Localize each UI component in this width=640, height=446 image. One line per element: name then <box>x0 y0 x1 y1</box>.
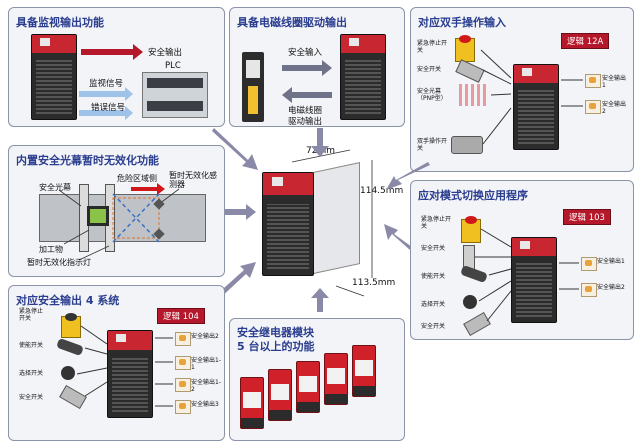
conveyor-frame <box>39 194 206 242</box>
output-lamp-icon <box>175 400 191 414</box>
safety-controller <box>340 34 386 120</box>
relay-module <box>296 361 320 413</box>
door-switch <box>242 52 264 122</box>
logic-badge: 逻辑 12A <box>561 33 610 49</box>
mute-lamp-label: 暂时无效化指示灯 <box>27 258 91 267</box>
mute-sensor-label: 暂时无效化感测器 <box>169 171 217 189</box>
panel-muting: 内置安全光幕暂时无效化功能 安全光幕 危险区域侧 暂时无效化感测器 加工物 暂时… <box>8 145 225 277</box>
depth-dim-label: 113.5mm <box>352 278 396 288</box>
output-lamp-icon <box>175 356 191 370</box>
relay-module <box>352 345 376 397</box>
select-label: 选择开关 <box>19 370 44 377</box>
out1-label: 安全输出1 <box>602 75 627 89</box>
panel-relay-modules: 安全继电器模块 5 台以上的功能 <box>229 318 405 441</box>
estop-label: 紧急停止开关 <box>19 308 44 322</box>
danger-zone-label: 危险区域侧 <box>117 174 157 183</box>
two-hand-label: 双手操作开关 <box>417 138 448 152</box>
coil-drive-label-2: 驱动输出 <box>288 117 323 127</box>
relay-module <box>324 353 348 405</box>
curtain-label: 安全光幕（PNP型） <box>417 88 447 102</box>
coil-arrows <box>282 60 332 103</box>
out2-label: 安全输出2 <box>597 284 625 291</box>
output-lamp-icon <box>175 378 191 392</box>
monitor-signal-label: 监视信号 <box>89 79 124 89</box>
logic-badge: 逻辑 103 <box>563 209 611 225</box>
two-hand-wires <box>480 49 583 145</box>
safety-switch-label: 安全开关 <box>19 394 44 401</box>
panel-title: 具备电磁线圈驱动输出 <box>237 16 347 29</box>
four-output-wires <box>76 325 173 407</box>
safety-switch-2-label: 安全开关 <box>421 323 446 330</box>
out1-label: 安全输出1 <box>597 258 625 265</box>
two-hand-switch-icon <box>451 136 483 154</box>
panel-two-hand: 对应双手操作输入 逻辑 12A 紧急停止开关 安全开关 安全光幕（PNP型） 双… <box>410 7 634 172</box>
center-product <box>256 158 376 278</box>
estop-label: 紧急停止开关 <box>421 216 452 230</box>
safety-controller <box>513 64 559 150</box>
estop-button-icon <box>61 313 81 338</box>
panel-mode-switch: 应对模式切换应用程序 逻辑 103 紧急停止开关 安全开关 使能开关 选择开关 … <box>410 180 634 340</box>
output-lamp-icon <box>585 74 601 88</box>
monitor-arrows <box>79 44 143 120</box>
out2-label: 安全输出2 <box>602 101 627 115</box>
relay-module <box>240 377 264 429</box>
out11-label: 安全输出1-1 <box>191 357 221 371</box>
error-signal-label: 错误信号 <box>91 103 126 113</box>
enable-label: 使能开关 <box>19 342 44 349</box>
mode-wires <box>475 228 579 322</box>
out3-label: 安全输出3 <box>191 401 219 408</box>
relay-module <box>268 369 292 421</box>
panel-title-2: 5 台以上的功能 <box>237 340 315 353</box>
curtain-icon <box>459 84 489 106</box>
panel-four-outputs: 对应安全输出 4 系统 逻辑 104 紧急停止开关 使能开关 选择开关 安全开关… <box>8 285 225 441</box>
safety-switch-label: 安全开关 <box>417 66 442 73</box>
estop-button-icon <box>461 216 481 243</box>
safety-switch-label: 安全开关 <box>421 245 446 252</box>
curtain-label: 安全光幕 <box>39 183 71 192</box>
select-switch-icon <box>463 295 477 309</box>
plc-label: PLC <box>165 61 181 71</box>
panel-title: 内置安全光幕暂时无效化功能 <box>16 154 159 167</box>
safety-input-label: 安全输入 <box>288 48 323 58</box>
logic-badge: 逻辑 104 <box>157 308 205 324</box>
safety-controller <box>107 330 153 418</box>
output-lamp-icon <box>581 257 597 271</box>
select-switch-icon <box>61 366 75 380</box>
enable-label: 使能开关 <box>421 273 446 280</box>
panel-title: 具备监视输出功能 <box>16 16 104 29</box>
safety-controller <box>31 34 77 120</box>
panel-title: 应对模式切换应用程序 <box>418 189 528 202</box>
panel-coil-drive: 具备电磁线圈驱动输出 安全输入 电磁线圈 驱动输出 <box>229 7 405 127</box>
safety-output-label: 安全输出 <box>148 48 183 58</box>
estop-label: 紧急停止开关 <box>417 40 448 54</box>
panel-title: 对应双手操作输入 <box>418 16 506 29</box>
out12-label: 安全输出1-2 <box>191 379 221 393</box>
output-lamp-icon <box>585 100 601 114</box>
output-lamp-icon <box>175 332 191 346</box>
select-label: 选择开关 <box>421 301 446 308</box>
panel-title: 对应安全输出 4 系统 <box>16 294 120 307</box>
coil-drive-label-1: 电磁线圈 <box>288 106 323 116</box>
workpiece-box <box>87 206 109 226</box>
plc-device <box>142 72 208 118</box>
height-dim-label: 114.5mm <box>360 186 404 196</box>
out2-label: 安全输出2 <box>191 333 219 340</box>
panel-title-1: 安全继电器模块 <box>237 326 314 339</box>
panel-monitor-output: 具备监视输出功能 安全输出 PLC 监视信号 错误信号 <box>8 7 225 127</box>
workpiece-label: 加工物 <box>39 245 63 254</box>
safety-controller <box>511 237 557 323</box>
output-lamp-icon <box>581 283 597 297</box>
